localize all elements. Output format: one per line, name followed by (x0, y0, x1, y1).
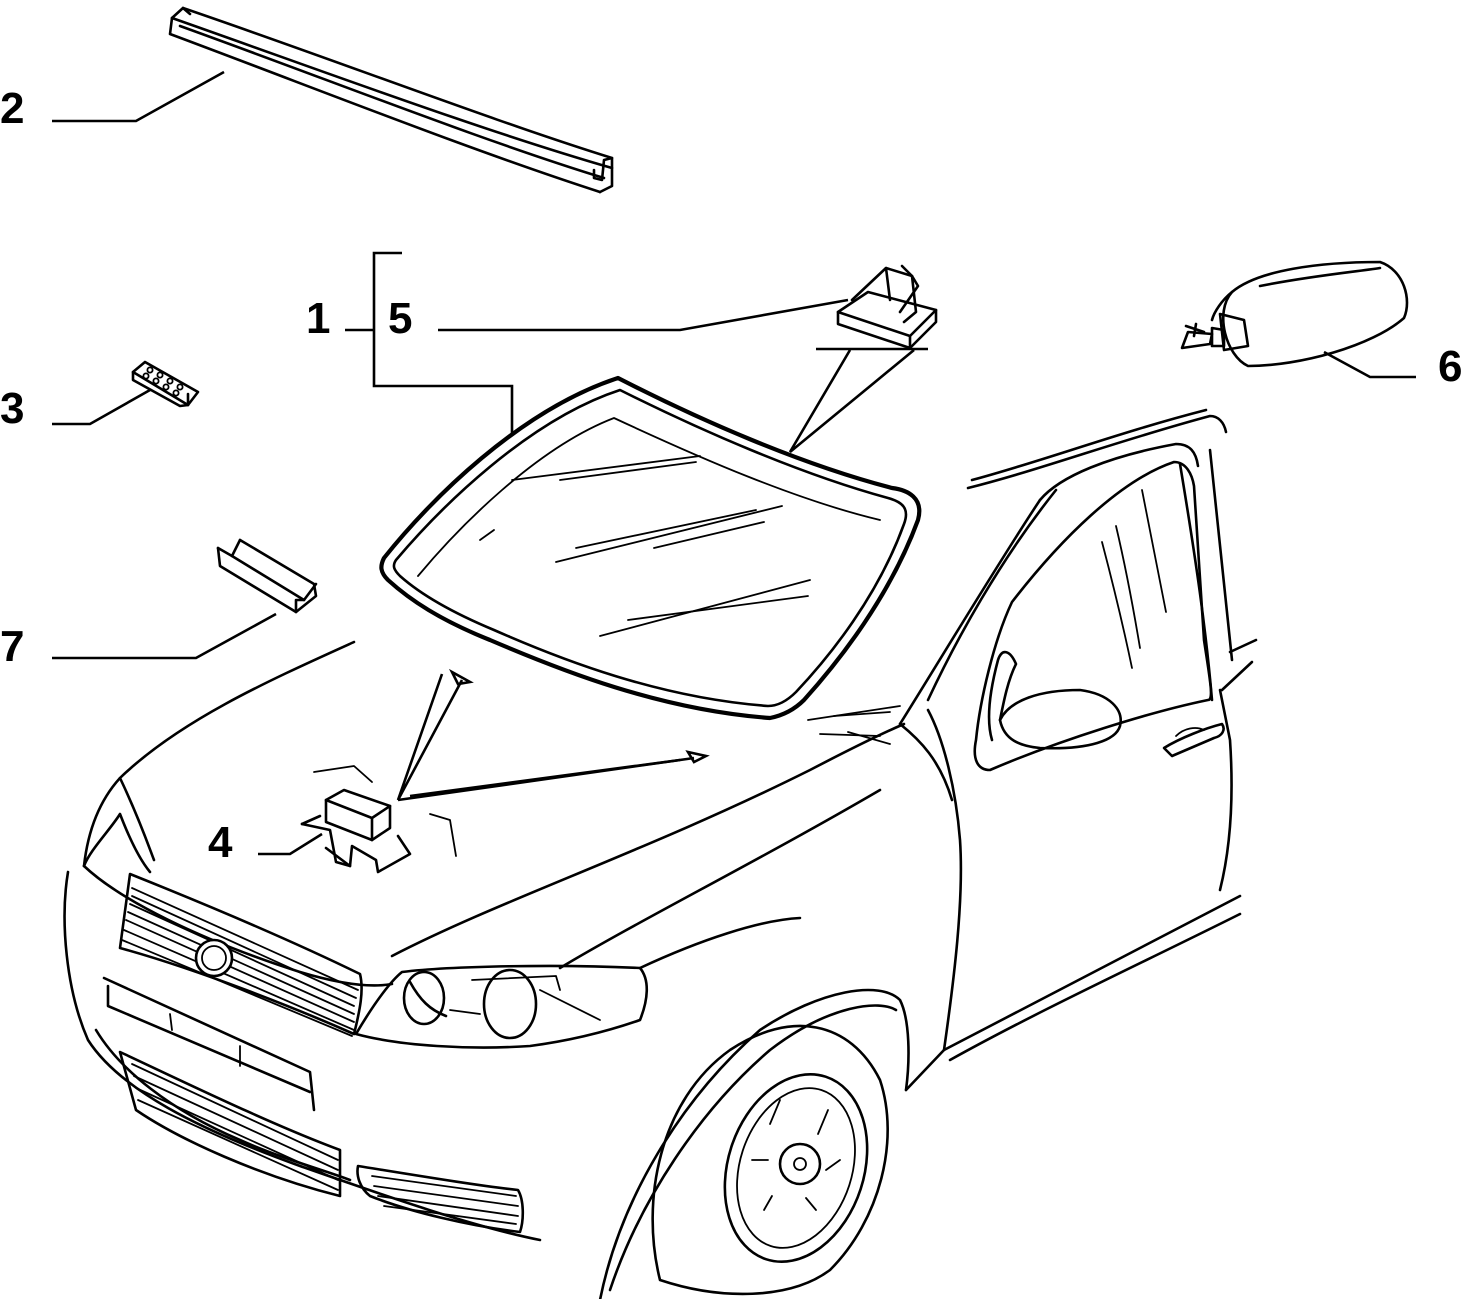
leader-7 (52, 612, 277, 660)
leader-2 (52, 70, 225, 123)
callout-2: 2 (0, 84, 24, 133)
part-1-windscreen (379, 375, 922, 721)
leader-5-split (788, 348, 915, 454)
leader-3 (52, 388, 151, 426)
part-5-mirror-mount (836, 264, 938, 350)
leader-lines (52, 70, 1416, 856)
callout-7: 7 (0, 622, 24, 671)
part-3-spacer-block (131, 360, 200, 408)
callout-3: 3 (0, 384, 24, 433)
callout-6: 6 (1438, 342, 1462, 391)
callout-1: 1 (306, 294, 330, 343)
leader-4 (258, 832, 323, 856)
callout-5: 5 (388, 294, 412, 343)
car-body (63, 408, 1258, 1299)
part-2-upper-seal-strip (168, 6, 614, 194)
callout-labels: 2 3 7 4 1 5 6 (0, 84, 1462, 867)
part-7-lower-channel-profile (216, 538, 318, 614)
leader-1-bracket (372, 251, 514, 434)
part-4-mounting-clip (300, 788, 412, 874)
part-6-adhesive-tube (1180, 260, 1409, 368)
callout-4: 4 (208, 818, 233, 867)
leader-5 (438, 298, 849, 332)
leader-6 (1323, 350, 1416, 379)
